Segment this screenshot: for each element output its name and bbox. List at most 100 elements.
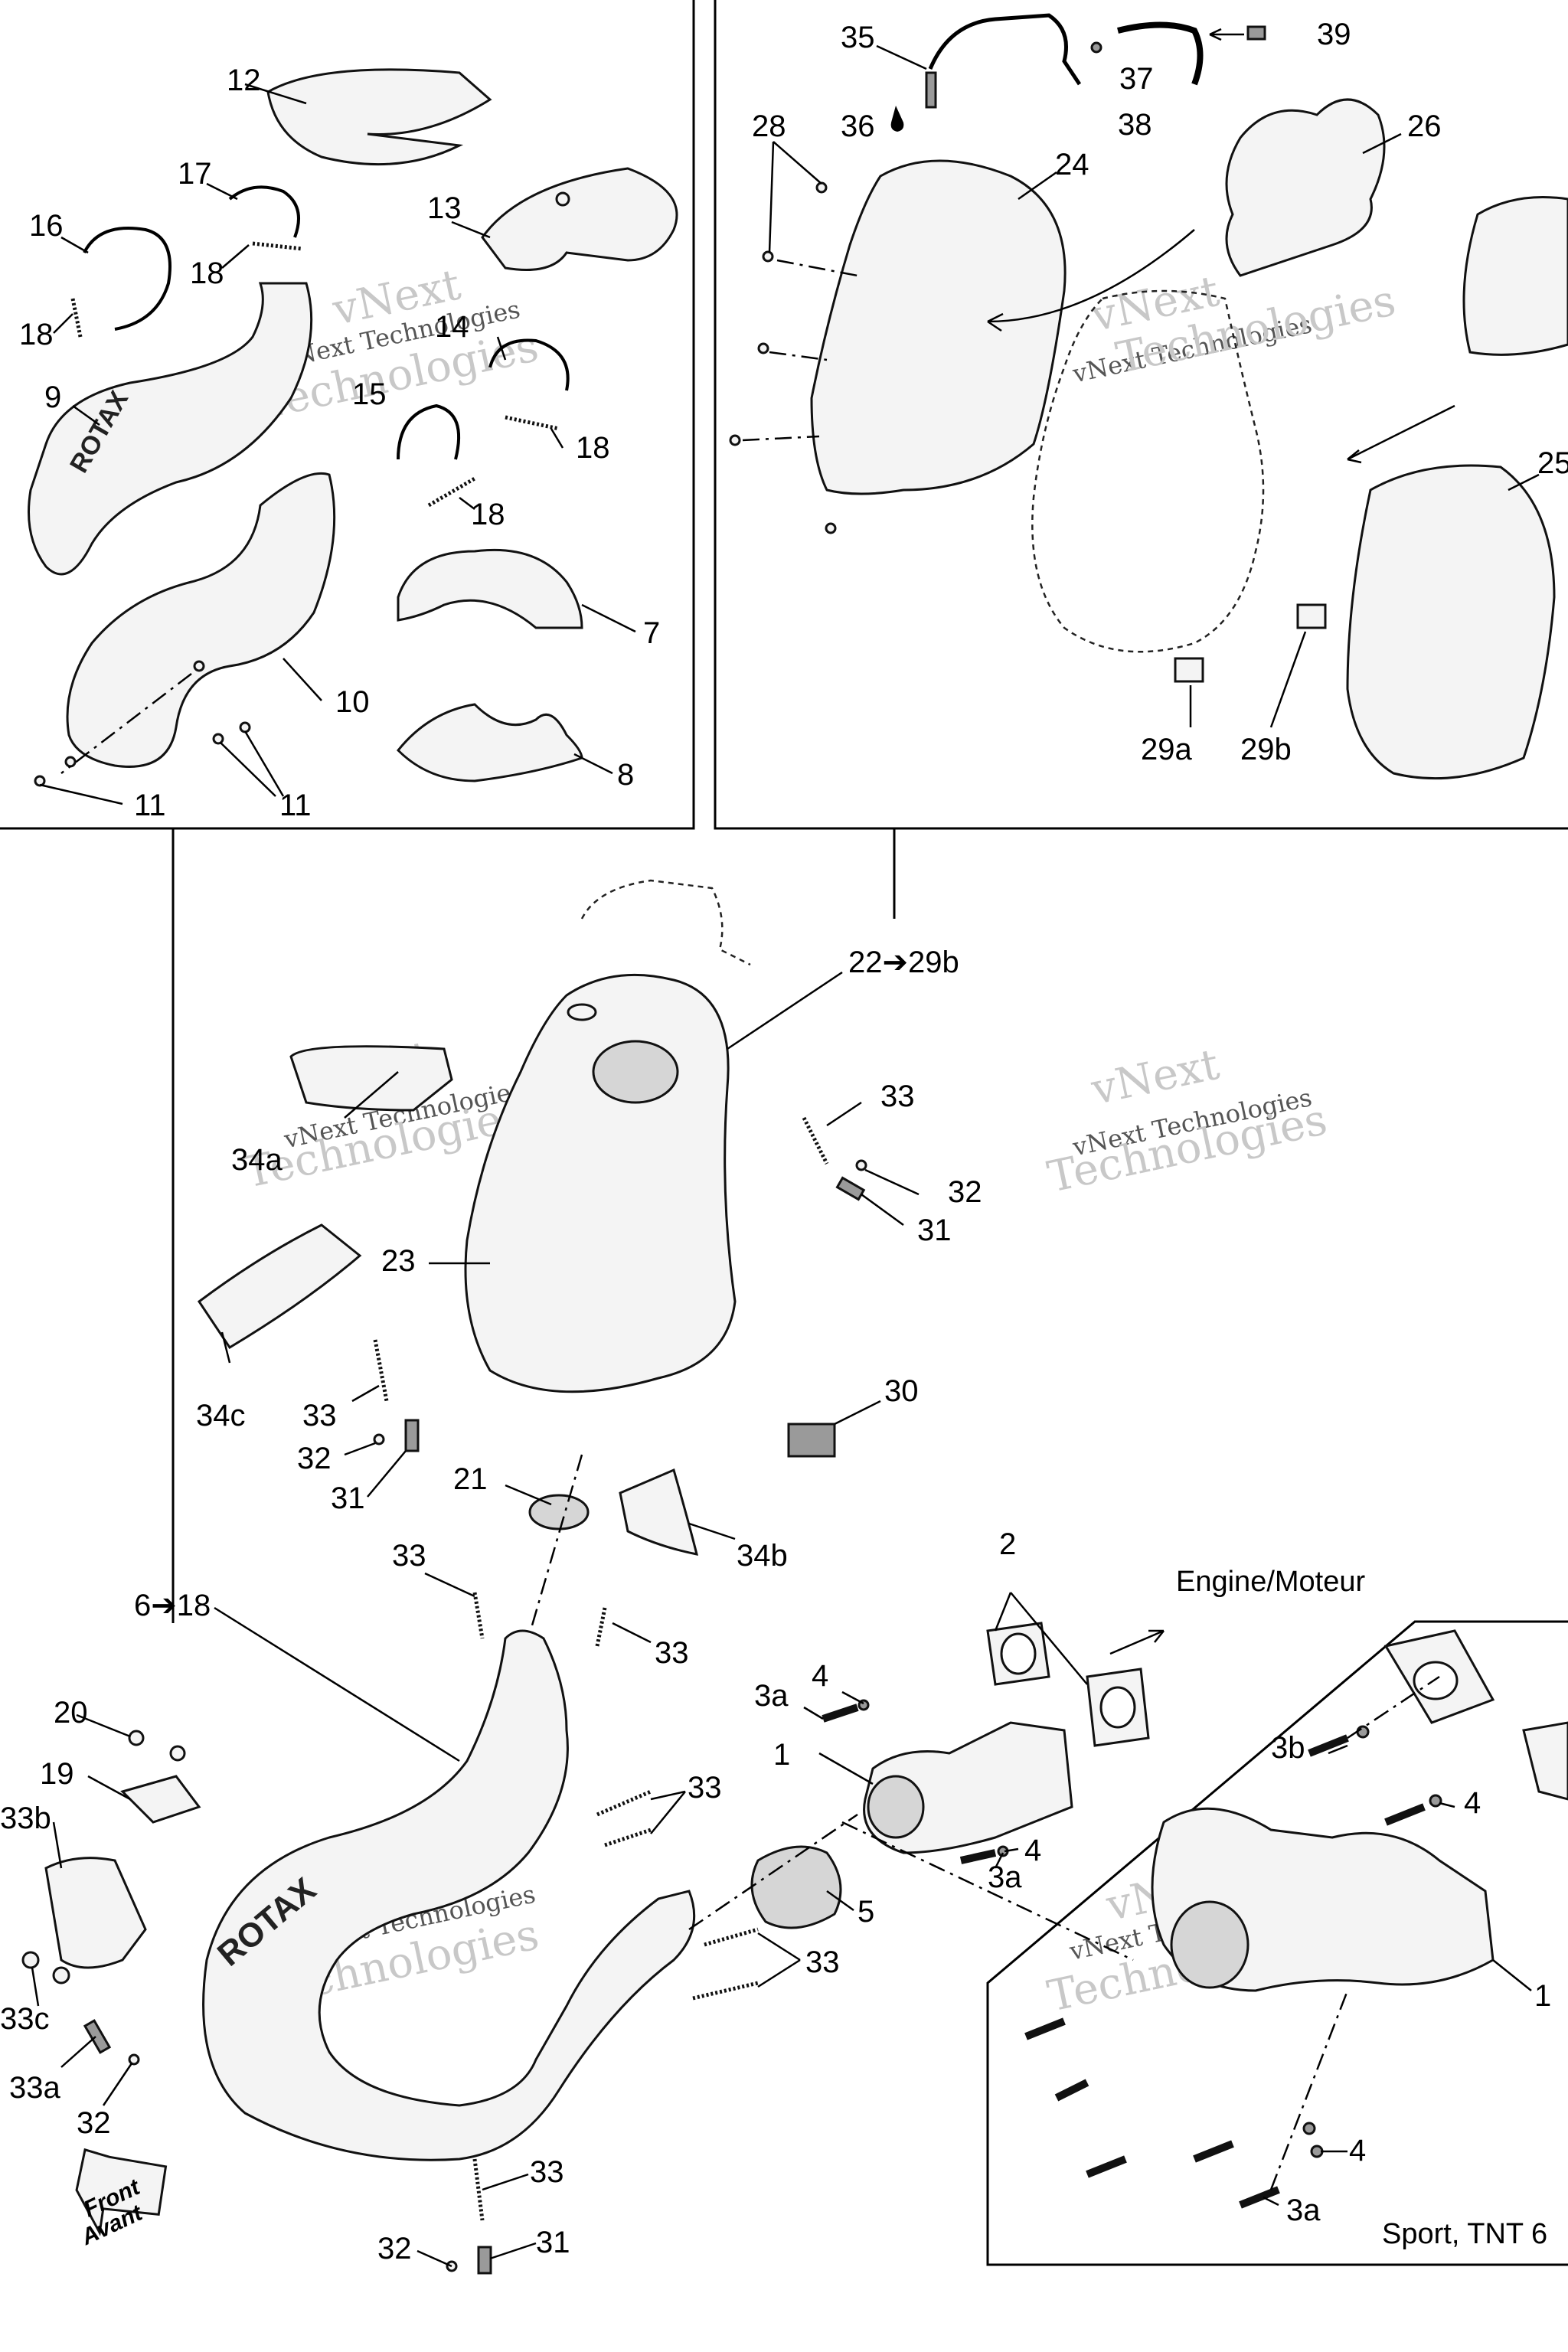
part-18-spring <box>505 415 560 431</box>
front-direction-arrow: Front Avant <box>75 2148 168 2250</box>
leader-line <box>841 1690 864 1705</box>
part-15-clamp <box>397 403 461 460</box>
callout-25: 25 <box>1537 446 1568 480</box>
leader-line <box>451 220 491 239</box>
part-3a-bolt <box>822 1704 859 1723</box>
part-14-clamp <box>488 338 570 391</box>
part-18-spring <box>427 476 476 508</box>
part-9-chamber-half <box>28 282 313 576</box>
watermarks: vNext Technologies vNext Technologies vN… <box>240 260 1400 2021</box>
engine-direction-arrow <box>1109 1629 1165 1655</box>
part-11-nut <box>34 775 46 787</box>
leader-line <box>864 1168 920 1196</box>
callout-33b: 33b <box>0 1802 51 1835</box>
leader-line <box>221 244 250 269</box>
top-right-parts <box>729 13 1568 780</box>
leader-line <box>1508 473 1540 492</box>
leader-line <box>344 1071 399 1119</box>
part-32-nut <box>373 1433 385 1446</box>
axis-line <box>1347 1675 1440 1740</box>
callout-33: 33 <box>530 2155 564 2189</box>
callout-31: 31 <box>917 1214 952 1247</box>
callout-18: 18 <box>471 498 505 531</box>
sensor-harness-ghost <box>580 879 751 966</box>
part-18-spring <box>252 241 303 251</box>
part-26-heat-shield <box>1225 98 1386 277</box>
callout-3a: 3a <box>1286 2194 1321 2227</box>
callout-18: 18 <box>576 431 610 465</box>
part-3a-bolt <box>1086 2155 1127 2178</box>
leader-line <box>459 497 475 510</box>
leader-line <box>612 1622 652 1644</box>
callout-34b: 34b <box>737 1539 788 1573</box>
axis-line <box>769 351 828 361</box>
callout-22-29b: 22➔29b <box>848 946 959 979</box>
leader-line <box>727 971 843 1050</box>
leader-line <box>1018 171 1057 201</box>
leader-line <box>76 1713 131 1738</box>
callout-3a: 3a <box>754 1679 789 1713</box>
callout-21: 21 <box>453 1462 488 1496</box>
leader-line <box>424 1572 475 1598</box>
part-28-nut <box>762 250 774 263</box>
leader-line <box>876 44 927 70</box>
leader-line <box>72 404 100 426</box>
callout-33: 33 <box>302 1399 337 1432</box>
leader-line <box>39 783 123 805</box>
muffler-assembly <box>197 879 920 1639</box>
part-33-spring <box>472 2158 485 2221</box>
part-30-connector <box>787 1423 836 1458</box>
axis-line <box>742 435 820 442</box>
top-left-panel-frame <box>0 0 695 830</box>
leader-line <box>581 603 636 633</box>
part-3b-bolt <box>1308 1734 1349 1757</box>
leader-line <box>489 2242 537 2260</box>
part-31-bracket <box>477 2246 492 2275</box>
leader-line <box>87 1775 131 1801</box>
callout-26: 26 <box>1407 109 1442 143</box>
leader-line <box>220 1331 231 1364</box>
callout-24: 24 <box>1055 148 1089 181</box>
expansion-chamber-assembly: ROTAX Front <box>21 1572 1165 2275</box>
callout-34a: 34a <box>231 1143 283 1177</box>
part-3a-bolt <box>1024 2017 1066 2040</box>
part-33c-washer <box>52 1966 70 1984</box>
part-29a-clip <box>1174 657 1204 683</box>
axis-line <box>688 1813 858 1931</box>
part-3b-bolt <box>1384 1803 1426 1826</box>
leader-line <box>1362 132 1402 155</box>
callout-12: 12 <box>227 64 261 97</box>
callout-6-18: 6➔18 <box>134 1589 211 1622</box>
leader-line <box>31 1967 40 2007</box>
part-20-screw <box>169 1745 186 1762</box>
callout-30: 30 <box>884 1374 919 1408</box>
part-31-bracket <box>404 1419 420 1452</box>
axis-line <box>1269 1990 1349 2190</box>
leader-line <box>243 730 285 797</box>
callout-labels: 12 13 17 18 16 18 14 15 18 18 9 7 10 8 1… <box>0 18 1568 2265</box>
leader-line <box>60 236 89 254</box>
part-33c-washer <box>21 1951 40 1969</box>
part-13-heat-shield <box>481 167 678 271</box>
callout-33a: 33a <box>9 2071 60 2105</box>
callout-14: 14 <box>435 310 469 344</box>
leader-line <box>757 1932 801 1962</box>
callout-32: 32 <box>948 1175 982 1209</box>
leader-line <box>482 2173 529 2191</box>
part-33-spring <box>472 1592 485 1639</box>
leader-line <box>861 1193 904 1227</box>
callout-13: 13 <box>427 191 462 225</box>
part-28-nut <box>729 434 741 446</box>
callout-39: 39 <box>1317 18 1351 51</box>
leader-line <box>220 742 276 797</box>
part-24-muffler-half <box>810 159 1067 495</box>
part-4-washer <box>1302 2122 1316 2135</box>
muffler-outlet <box>592 1040 679 1104</box>
callout-20: 20 <box>54 1696 88 1730</box>
part-27-heat-shield <box>1462 196 1568 356</box>
callout-4: 4 <box>1024 1834 1041 1867</box>
callout-29b: 29b <box>1240 733 1292 766</box>
assembly-arrow <box>987 229 1195 332</box>
axis-line <box>841 1821 1134 1962</box>
leader-line <box>367 1450 407 1498</box>
